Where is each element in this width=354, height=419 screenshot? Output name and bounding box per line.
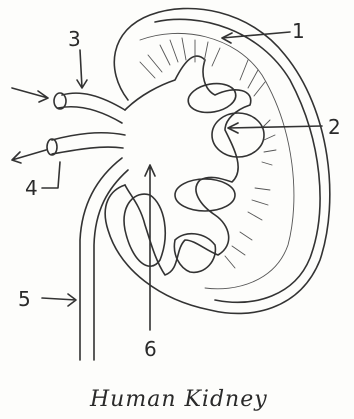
label-1: 1 (292, 19, 305, 43)
label-6: 6 (144, 337, 157, 361)
label-5: 5 (18, 287, 31, 311)
label-3: 3 (68, 27, 81, 51)
label-2: 2 (328, 115, 341, 139)
medullary-striations (140, 38, 276, 268)
renal-pyramid-middle (212, 113, 264, 157)
renal-pyramid-bottom (174, 234, 215, 273)
renal-vein-cut-end (54, 93, 66, 109)
renal-artery-cut-end (47, 139, 57, 155)
renal-pyramid-upper (186, 80, 238, 116)
diagram-caption: Human Kidney (89, 387, 268, 412)
pointer-lines (12, 32, 322, 330)
label-4: 4 (25, 176, 38, 200)
ureter (80, 158, 128, 360)
renal-artery (52, 133, 125, 154)
renal-column-lower-left (124, 194, 165, 266)
renal-vein (58, 93, 125, 123)
